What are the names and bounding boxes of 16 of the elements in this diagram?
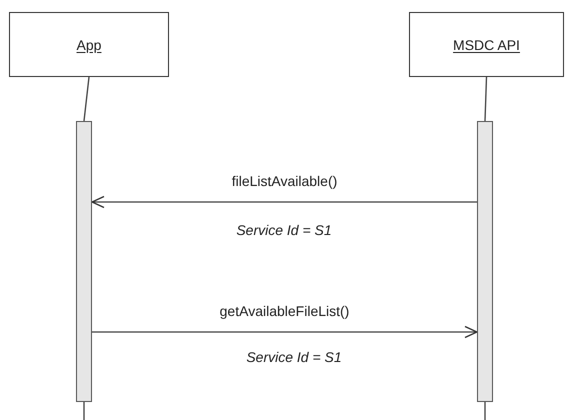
activation-bar [76,121,92,402]
message-note: Service Id = S1 [246,349,342,365]
lifeline [484,76,488,122]
activation-bar [477,121,493,402]
message-arrow [92,326,478,338]
participant-box [409,12,564,77]
participant-box [9,12,169,77]
participant-name: App [76,36,102,52]
lifeline [484,402,486,420]
message-label: fileListAvailable() [230,173,340,189]
lifeline [83,76,90,122]
message-note: Service Id = S1 [236,222,332,238]
lifeline [83,402,85,420]
message-label: getAvailableFileList() [218,303,352,319]
message-arrow [91,196,477,208]
participant-name: MSDC API [453,36,520,52]
